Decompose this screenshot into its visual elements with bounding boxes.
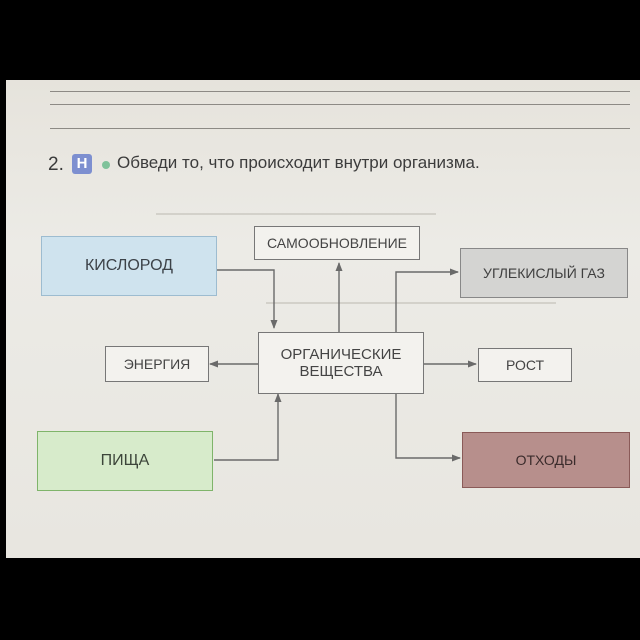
box-oxygen: КИСЛОРОД [41,236,217,296]
box-food: ПИЩА [37,431,213,491]
diagram-arrows [209,262,477,462]
box-organic-substances: ОРГАНИЧЕСКИЕ ВЕЩЕСТВА [258,332,424,394]
box-waste: ОТХОДЫ [462,432,630,488]
difficulty-badge: Н [72,154,92,174]
task-number: 2. [48,154,64,175]
arrow-food-to-organic [214,393,282,461]
box-growth: РОСТ [478,348,572,382]
show-through-text [156,213,436,215]
arrow-organic-to-waste [395,394,461,462]
ruled-line [50,128,630,129]
task-instruction: Обведи то, что происходит внутри организ… [117,153,480,172]
box-energy: ЭНЕРГИЯ [105,346,209,382]
ruled-line [50,104,630,105]
bullet-icon [102,161,110,169]
box-self-renewal: САМООБНОВЛЕНИЕ [254,226,420,260]
arrow-organic-to-co2 [395,268,459,332]
box-carbon-dioxide: УГЛЕКИСЛЫЙ ГАЗ [460,248,628,298]
show-through-text [266,302,556,304]
arrow-oxygen-to-organic [217,269,278,329]
ruled-line [50,91,630,92]
textbook-page: 2. Н Обведи то, что происходит внутри ор… [6,80,640,558]
